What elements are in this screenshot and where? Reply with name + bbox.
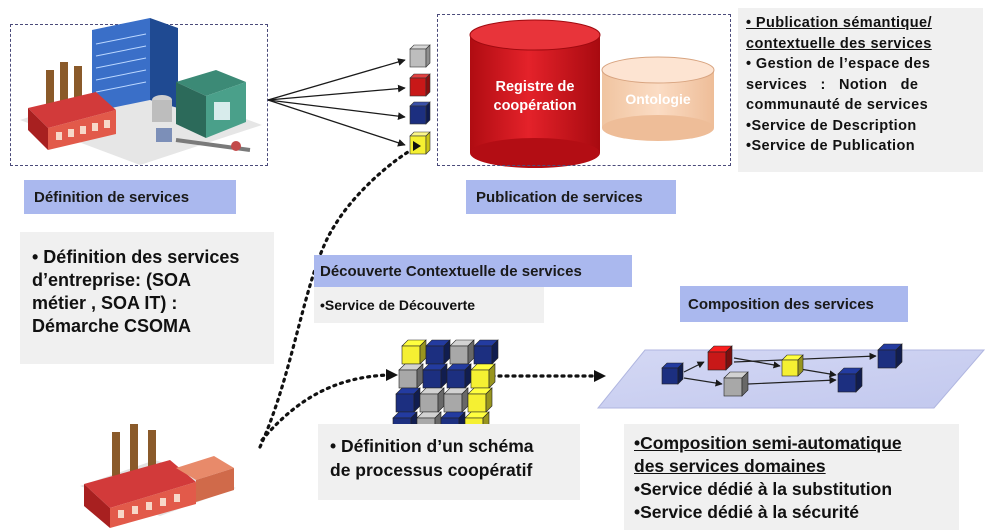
composition-panel-line-3: •Service dédié à la sécurité (634, 502, 860, 522)
definition-services-label: Définition de services (24, 180, 236, 214)
schema-cube-r0-c3 (473, 339, 499, 365)
publication-panel-line-6: •Service de Publication (746, 138, 915, 154)
registry-frame (437, 14, 731, 166)
publication-panel: • Publication sémantique/ contextuelle d… (738, 8, 983, 172)
definition-panel-line-3: Démarche CSOMA (32, 316, 192, 336)
ontology-label: Ontologie (625, 91, 691, 107)
service-box-red (409, 73, 431, 97)
composition-cube-6 (877, 343, 903, 369)
definition-panel-line-1: d’entreprise: (SOA (32, 270, 192, 290)
ontology-cylinder (601, 56, 715, 141)
publication-panel-line-0: • Publication sémantique/ (746, 15, 932, 31)
publication-panel-line-1: contextuelle des services (746, 35, 932, 52)
schema-cube-r2-c3 (467, 387, 493, 413)
discovery-dotted-path (258, 150, 410, 449)
decouverte-item-panel: •Service de Découverte (314, 287, 544, 323)
composition-panel-line-0: •Composition semi-automatique (634, 433, 902, 453)
schema-panel-line-1: de processus coopératif (330, 460, 533, 480)
registry-label: Registre de coopération (470, 78, 600, 116)
composition-cube-1 (661, 362, 684, 385)
service-box-yellow (409, 131, 431, 155)
factory-top-icon (20, 18, 262, 165)
schema-cube-r0-c1 (425, 339, 451, 365)
composition-panel-line-2: •Service dédié à la substitution (634, 479, 893, 499)
composition-flow-arrows (683, 352, 877, 387)
decouverte-item: •Service de Découverte (320, 297, 476, 313)
composition-cube-4 (781, 354, 804, 377)
definition-panel-line-2: métier , SOA IT) : (32, 293, 178, 313)
service-box-grey (409, 44, 431, 68)
schema-cube-r1-c1 (422, 363, 448, 389)
service-box-navy (409, 101, 431, 125)
publication-panel-line-2: • Gestion de l’espace des (746, 56, 931, 72)
composition-title-label: Composition des services (680, 286, 908, 322)
schema-cube-r1-c2 (446, 363, 472, 389)
schema-panel: • Définition d’un schéma de processus co… (318, 424, 580, 500)
schema-cube-r2-c2 (443, 387, 469, 413)
registry-cylinder (469, 19, 601, 168)
publish-arrows (267, 58, 406, 147)
decouverte-title-label: Découverte Contextuelle de services (314, 255, 632, 287)
composition-panel-line-1: des services domaines (634, 456, 826, 476)
definition-panel: • Définition des services d’entreprise: … (20, 232, 274, 364)
publication-services-label: Publication de services (466, 180, 676, 214)
schema-cube-r1-c0 (398, 363, 424, 389)
schema-cube-r1-c3 (470, 363, 496, 389)
publication-panel-line-4: communauté de services (746, 97, 929, 113)
composition-panel: •Composition semi-automatique des servic… (624, 424, 959, 530)
definition-panel-line-0: • Définition des services (32, 247, 240, 267)
schema-cube-r0-c2 (449, 339, 475, 365)
schema-cube-r0-c0 (401, 339, 427, 365)
schema-dotted-path (260, 373, 390, 442)
service-boxes (409, 44, 431, 155)
composition-cube-5 (837, 367, 863, 393)
factory-bottom-icon (80, 424, 236, 528)
schema-panel-line-0: • Définition d’un schéma (330, 436, 534, 456)
publication-panel-line-5: •Service de Description (746, 117, 917, 134)
schema-cube-r2-c1 (419, 387, 445, 413)
registry-label-line1: Registre de (495, 79, 575, 95)
publication-panel-line-3: services : Notion de (746, 76, 919, 93)
registry-label-line2: coopération (493, 98, 577, 114)
composition-cube-2 (707, 345, 733, 371)
composition-cube-3 (723, 371, 749, 397)
